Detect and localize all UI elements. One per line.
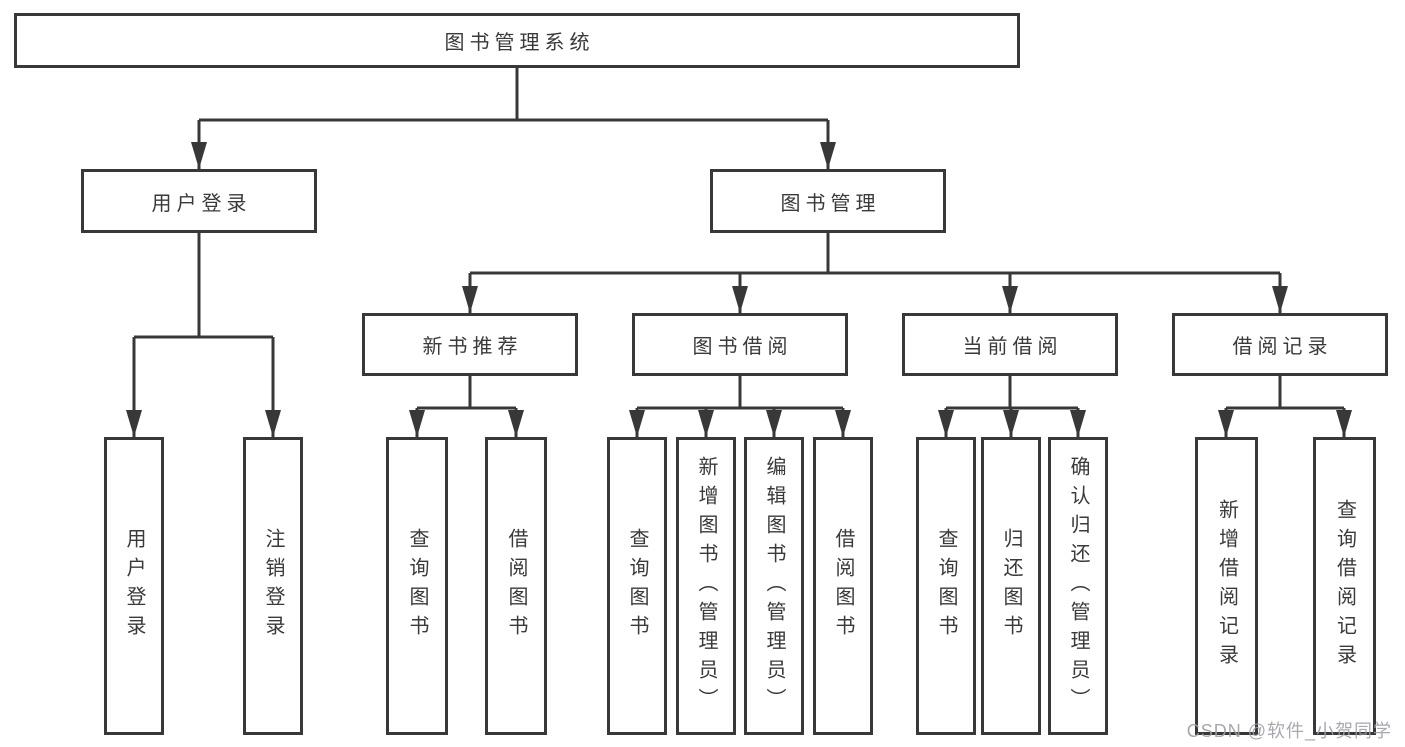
node-new-book-recommend: 新书推荐 — [362, 313, 578, 376]
node-label: 借阅图书 — [505, 528, 527, 644]
node-leaf-borrow-book: 借阅图书 — [813, 437, 873, 735]
node-label: 新书推荐 — [422, 336, 523, 358]
node-label: 新增借阅记录 — [1215, 499, 1238, 673]
node-label: 查询图书 — [406, 528, 428, 644]
node-leaf-query-book-borrowing: 查询图书 — [607, 437, 667, 735]
node-user-login-module: 用户登录 — [81, 169, 317, 233]
node-leaf-add-book-admin: 新增图书（管理员） — [676, 437, 736, 735]
node-book-management: 图书管理 — [710, 169, 946, 233]
node-label: 确认归还（管理员） — [1067, 455, 1089, 717]
node-label: 归还图书 — [1000, 528, 1022, 644]
node-label: 用户登录 — [123, 528, 145, 644]
node-leaf-add-borrow-record: 新增借阅记录 — [1195, 437, 1258, 735]
node-root: 图书管理系统 — [14, 13, 1020, 68]
node-label: 图书借阅 — [692, 336, 793, 358]
node-leaf-query-book-current: 查询图书 — [916, 437, 976, 735]
node-label: 图书管理 — [780, 192, 881, 215]
node-label: 注销登录 — [262, 528, 284, 644]
node-label: 图书管理系统 — [444, 32, 595, 54]
node-borrowing-records: 借阅记录 — [1172, 313, 1388, 376]
node-leaf-query-book-recommend: 查询图书 — [386, 437, 448, 735]
node-label: 借阅图书 — [832, 528, 854, 644]
node-book-borrowing: 图书借阅 — [632, 313, 848, 376]
node-leaf-confirm-return-admin: 确认归还（管理员） — [1048, 437, 1108, 735]
node-label: 查询借阅记录 — [1333, 499, 1356, 673]
node-label: 当前借阅 — [962, 336, 1063, 358]
node-label: 借阅记录 — [1232, 336, 1333, 358]
node-leaf-query-borrow-record: 查询借阅记录 — [1313, 437, 1376, 735]
node-leaf-user-login: 用户登录 — [104, 437, 164, 735]
node-leaf-return-book: 归还图书 — [981, 437, 1041, 735]
node-leaf-borrow-book-recommend: 借阅图书 — [485, 437, 547, 735]
node-current-borrowing: 当前借阅 — [902, 313, 1118, 376]
node-leaf-logout: 注销登录 — [243, 437, 303, 735]
node-label: 新增图书（管理员） — [695, 455, 717, 717]
node-label: 编辑图书（管理员） — [763, 455, 785, 717]
node-label: 用户登录 — [151, 192, 252, 215]
watermark: CSDN @软件_小贺同学 — [1186, 721, 1392, 741]
node-label: 查询图书 — [626, 528, 648, 644]
node-leaf-edit-book-admin: 编辑图书（管理员） — [744, 437, 804, 735]
node-label: 查询图书 — [935, 528, 957, 644]
